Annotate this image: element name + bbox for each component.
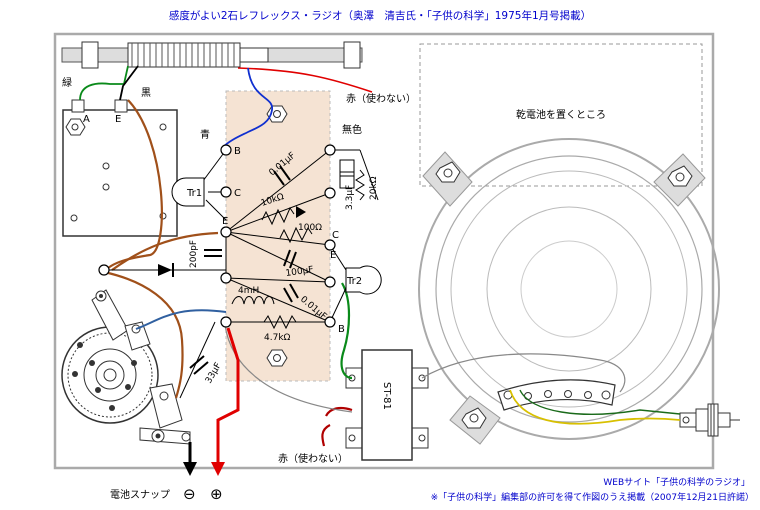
tr1-pin-e: E [222, 216, 228, 227]
wire-speaker-grey [421, 353, 626, 393]
speaker-clamp-right [653, 153, 706, 207]
tr1-pin-c: C [234, 188, 241, 199]
wire-red-loop [325, 406, 353, 417]
speaker-clamp-bottom [449, 395, 501, 445]
capacitor-100uf [283, 249, 297, 269]
label-red-unused-bottom: 赤（使わない） [278, 452, 348, 465]
vc-terminal-e: E [115, 114, 121, 125]
tr1-label: Tr1 [186, 188, 202, 199]
capacitor-200pf [204, 249, 222, 257]
wire-red-unused-top [237, 67, 373, 93]
component-legs [104, 149, 379, 399]
label-c200p: 200pF [189, 240, 199, 268]
wire-brown-c [103, 270, 184, 399]
resistor-100 [279, 226, 313, 244]
wire-black [119, 65, 139, 101]
tr2-pin-b: B [338, 324, 345, 335]
resistor-47k [263, 314, 297, 330]
wire-red-unused-bottom [321, 424, 331, 447]
battery-minus-symbol: ⊖ [183, 485, 196, 503]
label-r100: 100Ω [298, 223, 322, 233]
tr2-pin-c: C [332, 230, 339, 241]
component-board [225, 90, 331, 382]
tr2-pin-e: E [330, 250, 336, 261]
wire-brown-b [111, 231, 219, 271]
label-colorless: 無色 [342, 123, 362, 136]
diode-upper [296, 206, 306, 218]
transistor-tr2 [345, 265, 382, 295]
speaker [418, 138, 720, 440]
label-r20k: 20kΩ [369, 176, 379, 200]
wire-blue-switch [135, 309, 227, 330]
capacitor-33uf [339, 159, 355, 189]
label-r47k: 4.7kΩ [264, 333, 291, 343]
wire-grey-output [224, 324, 353, 413]
footer-web-note: WEBサイト「子供の科学のラジオ」 [603, 476, 750, 488]
board-screw-top [266, 105, 288, 123]
battery-plus-symbol: ⊕ [210, 485, 223, 503]
wire-brown-a [103, 99, 163, 273]
label-black: 黒 [141, 87, 151, 99]
resistor-10k [261, 206, 295, 226]
wire-speaker-yellow [509, 389, 681, 425]
bar-antenna [61, 41, 363, 69]
resistor-20k [355, 169, 365, 201]
vc-terminal-a: A [83, 114, 90, 125]
capacitor-001uf-top [273, 165, 291, 186]
battery-snap-label: 電池スナップ [110, 488, 170, 501]
transformer-label: ST-81 [381, 382, 392, 410]
wire-speaker-green [519, 389, 681, 415]
tr1-pin-b: B [234, 146, 241, 157]
battery-minus-arrow [183, 462, 197, 476]
speaker-clamp-left [422, 151, 473, 207]
board-screw-bottom [266, 349, 288, 367]
wire-green-tr2 [340, 282, 353, 380]
coil-4mh [231, 296, 275, 305]
tr2-label: Tr2 [346, 276, 362, 287]
label-c100: 100μF [285, 265, 314, 279]
diode-detector [158, 263, 174, 277]
diagram-title: 感度がよい2石レフレックス・ラジオ（奥澤 清吉氏・「子供の科学」1975年1月号… [169, 9, 591, 22]
label-c33: 3.3μF [345, 185, 355, 210]
capacitor-001uf-lower [283, 283, 299, 303]
label-blue: 青 [200, 128, 210, 141]
label-green: 緑 [62, 76, 72, 89]
output-transformer [345, 349, 429, 461]
wire-blue [221, 67, 273, 149]
battery-area-label: 乾電池を置くところ [516, 108, 606, 121]
wire-battery-plus [216, 327, 240, 462]
earphone-jack [679, 403, 740, 437]
terminals [98, 144, 336, 328]
battery-plus-arrow [211, 462, 225, 476]
wire-green [79, 65, 129, 101]
speaker-terminal-strip [497, 379, 616, 411]
battery-area [419, 43, 703, 187]
label-red-unused-top: 赤（使わない） [346, 92, 416, 105]
capacitor-33uf-b [189, 355, 209, 375]
footer-permission-note: ※「子供の科学」編集部の許可を得て作図のうえ掲載（2007年12月21日許諾） [431, 491, 754, 503]
transistor-tr1 [171, 177, 205, 207]
label-l4m: 4mH [238, 286, 259, 296]
